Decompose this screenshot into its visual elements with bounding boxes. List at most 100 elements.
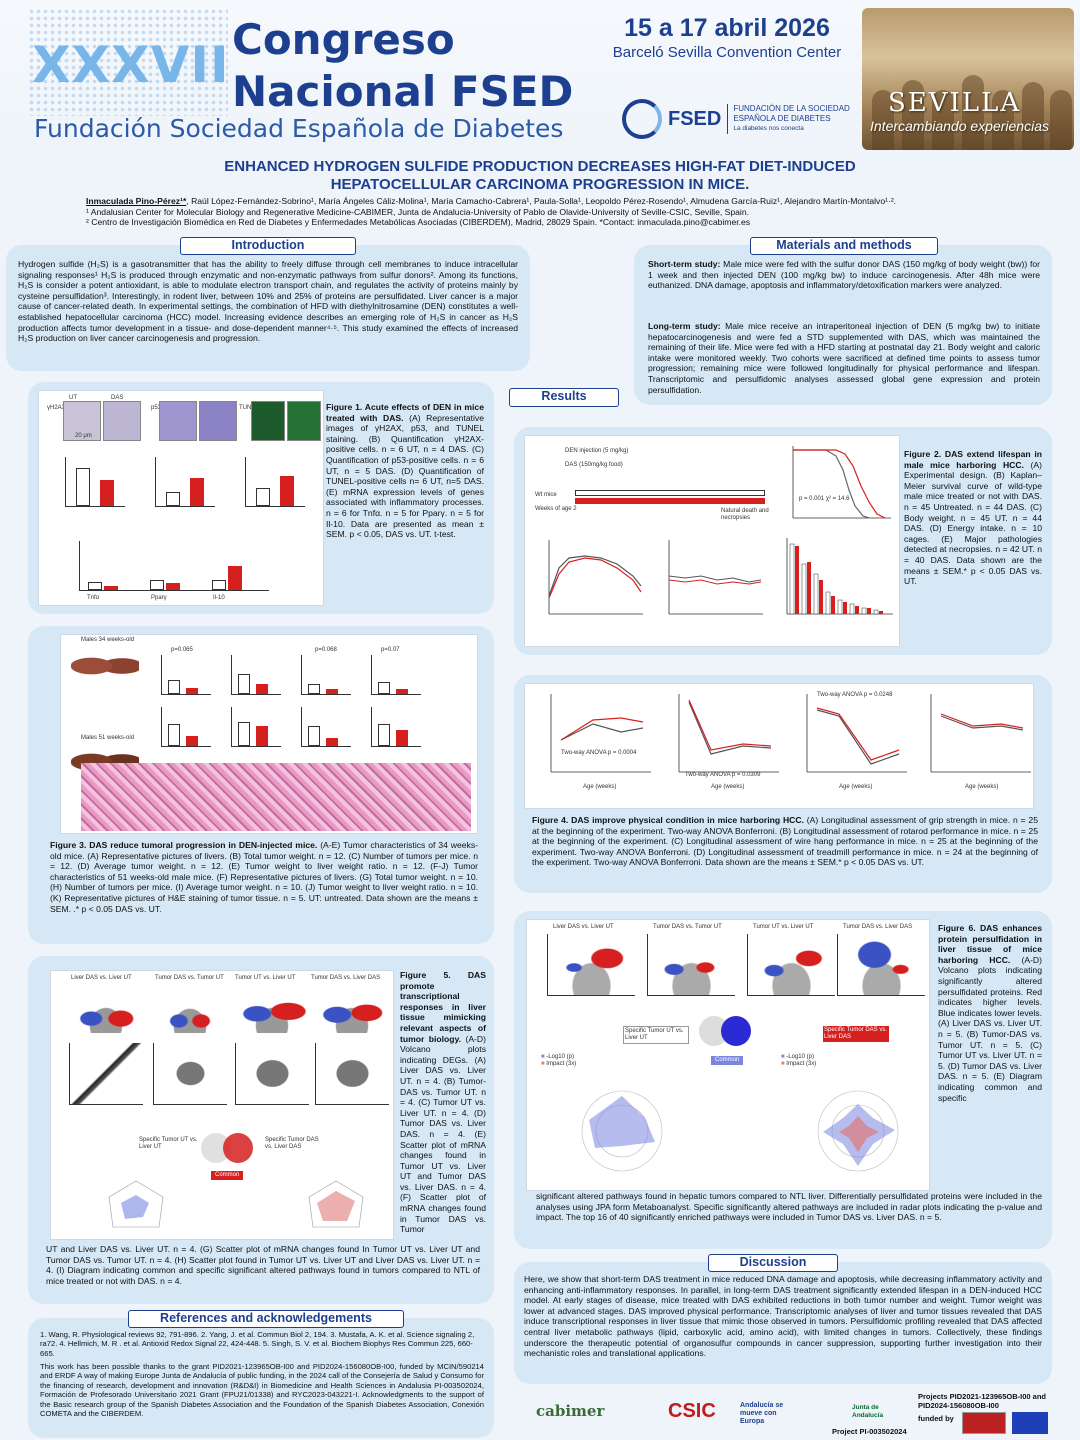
fig5-venn-right [223,1133,253,1163]
p53-bar-chart [155,457,215,507]
figure-5-caption-title: Figure 5. DAS promote transcriptional re… [400,970,486,1044]
tunel-ut-micrograph [251,401,285,441]
wire-hang-chart [806,694,907,773]
figure-4-panel: Two-way ANOVA p = 0.0004 Two-way ANOVA p… [514,675,1052,893]
figure-1-caption: Figure 1. Acute effects of DEN in mice t… [326,402,484,540]
fig6-legend-log-left: -Log10 (p) [546,1054,574,1060]
p53-ut-micrograph [159,401,197,441]
fig6-volcano-b [647,934,735,996]
figure-1-panel: γH2AX p53 TUNEL UT DAS 20 μm [28,382,494,614]
affiliation-1: ¹ Andalusian Center for Molecular Biolog… [86,206,749,217]
fig5-volcano-a [69,985,143,1033]
stain-label-h2ax: γH2AX [47,405,66,411]
figure-3-caption-text: (A-E) Tumor characteristics of 34 weeks-… [50,840,478,914]
figure-6-caption: Figure 6. DAS enhances protein persulfid… [938,923,1042,1103]
fig6-legend-right: ■ -Log10 (p)■ Impact (3x) [781,1054,817,1067]
acknowledgements-text: This work has been possible thanks to th… [40,1362,484,1419]
fig6-common-label: Common [711,1056,744,1065]
figure-2-caption: Figure 2. DAS extend lifespan in male mi… [904,449,1042,587]
fig5-volcano-d [315,985,389,1033]
anova-grip: Two-way ANOVA p = 0.0004 [561,750,637,756]
andalucia-europa-logo: Andalucía se mueve con Europa [740,1402,784,1425]
figure-3-caption: Figure 3. DAS reduce tumoral progression… [50,840,478,914]
he-staining-images [81,763,471,831]
timeline-das-bar [575,498,765,504]
survival-pvalue: p = 0.001 χ² = 14.6 [799,496,850,502]
figure-3-panel: Males 34 weeks-old Males 51 weeks-old p=… [28,626,494,944]
funded-by-label: funded by [918,1414,954,1423]
references-text: 1. Wang, R. Physiological reviews 92, 79… [40,1330,475,1358]
stain-label-tunel: TUNEL [239,405,259,411]
junta-andalucia-logo: Junta de Andalucía [852,1404,884,1419]
dot-pattern-decoration [28,8,228,116]
first-author: Inmaculada Pino-Pérez¹* [86,196,187,206]
figure-2-caption-title: Figure 2. DAS extend lifespan in male mi… [904,449,1042,470]
cabimer-logo: cabimer [536,1402,605,1420]
weeks-label: Weeks of age 2 [535,506,577,512]
references-panel: References and acknowledgements 1. Wang,… [28,1310,494,1438]
survival-curve [792,446,891,519]
p53-das-bar [190,478,204,506]
affiliation-2: ² Centro de Investigación Biomédica en R… [86,217,751,227]
poster-title: ENHANCED HYDROGEN SULFIDE PRODUCTION DEC… [100,158,980,194]
figure-5-caption-text: (A-D) Volcano plots indicating DEGs. (A)… [400,1033,486,1235]
figure-2-panel: DEN injection (5 mg/kg) DAS (150mg/kg fo… [514,427,1052,655]
discussion-heading: Discussion [708,1254,838,1272]
author-block: Inmaculada Pino-Pérez¹*, Raúl López-Fern… [86,196,1026,228]
p53-ut-bar [166,492,180,506]
edition-number: XXXVII [32,36,230,94]
h2ax-ut-bar [76,468,90,506]
fsed-long-line-2: ESPAÑOLA DE DIABETES [733,114,831,123]
fig6-volcano-title-c: Tumor UT vs. Liver UT [753,924,814,930]
fig6-legend-impact-right: Impact (3x) [786,1061,817,1067]
fig5-scatter-g [235,1043,309,1105]
methods-short-term: Short-term study: Male mice were fed wit… [648,259,1040,291]
fig1-das-label: DAS [111,395,124,401]
fsed-logo: FSED FUNDACIÓN DE LA SOCIEDAD ESPAÑOLA D… [622,98,852,140]
discussion-panel: Discussion Here, we show that short-term… [514,1254,1052,1384]
long-term-label: Long-term study: [648,321,721,331]
short-term-text: Male mice were fed with the sulfur donor… [648,259,1040,291]
anova-wire-hang: Two-way ANOVA p = 0.0248 [817,692,893,698]
timeline-ut-bar [575,490,765,496]
fig5-volcano-c [235,985,309,1033]
fig6-volcano-d [837,934,925,996]
figure-4-image: Two-way ANOVA p = 0.0004 Two-way ANOVA p… [524,683,1034,809]
foundation-name: Fundación Sociedad Española de Diabetes [34,114,564,143]
poster-header: XXXVII Congreso Nacional FSED Fundación … [0,0,1080,152]
pvalue-ratio: p=0.07 [381,647,400,653]
fsed-short-name: FSED [668,107,722,130]
figure-6-caption-continued: significant altered pathways found in he… [536,1191,1042,1223]
fsed-long-name: FUNDACIÓN DE LA SOCIEDAD ESPAÑOLA DE DIA… [727,104,850,134]
gene-label-il10: Il-10 [213,595,225,601]
results-heading: Results [509,388,619,407]
fig6-legend-log-right: -Log10 (p) [786,1054,814,1060]
tunel-das-micrograph [287,401,321,441]
anova-rotarod: Two-way ANOVA p = 0.0309 [685,772,761,778]
fig1-ut-label: UT [69,395,77,401]
figure-6-image: Liver DAS vs. Liver UT Tumor DAS vs. Tum… [526,919,930,1191]
fig6-volcano-c [747,934,835,996]
figure-4-caption-text: (A) Longitudinal assessment of grip stre… [532,815,1038,868]
figure-1-image: γH2AX p53 TUNEL UT DAS 20 μm [38,390,324,606]
fig5-volcano-title-d: Tumor DAS vs. Liver DAS [311,975,381,981]
project-id-bottom: Project PI-003502024 [832,1427,907,1436]
fsed-tagline: La diabetes nos conecta [733,125,804,132]
h2ax-bar-chart [65,457,125,507]
stain-label-p53: p53 [151,405,162,411]
fig6-volcano-title-d: Tumor DAS vs. Liver DAS [843,924,913,930]
fig5-scatter-h [315,1043,389,1105]
figure-3-caption-title: Figure 3. DAS reduce tumoral progression… [50,840,318,850]
gene-label-ppar: Pparγ [151,595,167,601]
fig6-radar-right [817,1090,899,1172]
figure-4-caption: Figure 4. DAS improve physical condition… [532,815,1038,868]
congress-line-2: Nacional FSED [232,67,574,116]
fig6-legend-impact-left: Impact (3x) [546,1061,577,1067]
fsed-long-line-1: FUNDACIÓN DE LA SOCIEDAD [733,104,850,113]
h2ax-ut-micrograph [63,401,101,441]
gene-label-tnf: Tnfα [87,595,100,601]
fig5-volcano-title-c: Tumor UT vs. Liver UT [235,975,296,981]
other-authors: , Raúl López-Fernández-Sobrino¹, María Á… [186,196,897,206]
pvalue-average-tumor: p=0.068 [315,647,337,653]
tunel-ut-bar [256,488,270,506]
